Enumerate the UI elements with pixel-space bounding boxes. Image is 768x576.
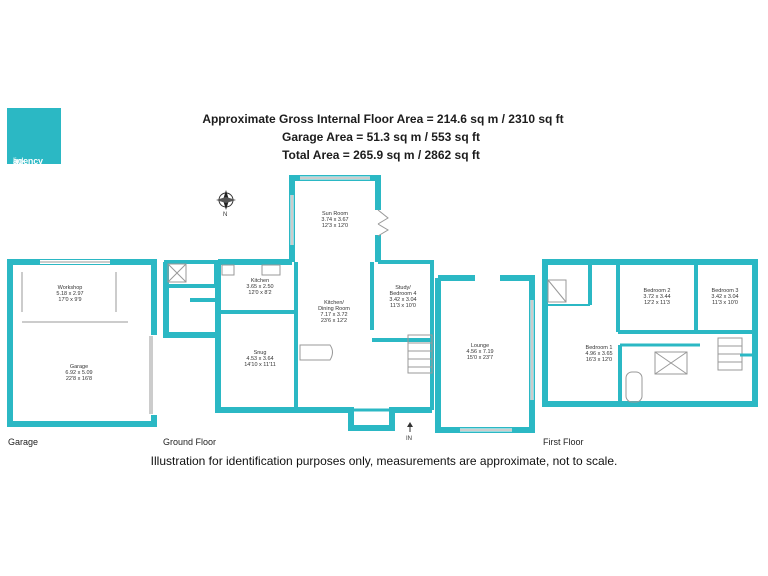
- first-floor-plan: [542, 259, 758, 407]
- logo-text-part2: agency: [13, 156, 43, 166]
- bedroom3-metric: 3.42 x 3.04: [711, 294, 738, 300]
- sun-room-name: Sun Room: [322, 211, 348, 217]
- study-imperial: 11'3 x 10'0: [390, 303, 416, 309]
- kitchen-dining-imperial: 23'6 x 12'2: [321, 318, 347, 324]
- entrance-marker: IN: [406, 422, 413, 442]
- garage-imperial: 22'8 x 16'8: [66, 376, 92, 382]
- bedroom3-name: Bedroom 3: [712, 288, 739, 294]
- garage-metric: 6.92 x 5.09: [65, 370, 92, 376]
- lounge-metric: 4.56 x 7.19: [466, 349, 493, 355]
- kitchen-dining-metric: 7.17 x 3.72: [320, 312, 347, 318]
- workshop-metric: 5.18 x 2.97: [56, 291, 83, 297]
- disclaimer-text: Illustration for identification purposes…: [150, 454, 618, 468]
- study-name-1: Study/: [395, 285, 411, 291]
- compass-north-label: N: [223, 212, 227, 218]
- garage-name: Garage: [70, 364, 88, 370]
- study-name-2: Bedroom 4: [390, 291, 417, 297]
- ground-floor-plan: [163, 175, 535, 433]
- snug-imperial: 14'10 x 11'11: [244, 362, 276, 368]
- kitchen-dining-name-2: Dining Room: [318, 306, 350, 312]
- kitchen-name: Kitchen: [251, 278, 269, 284]
- compass-icon: N: [216, 190, 236, 218]
- kitchen-imperial: 12'0 x 8'2: [248, 290, 271, 296]
- bedroom3-imperial: 11'3 x 10'0: [712, 300, 738, 306]
- workshop-imperial: 17'0 x 9'9: [58, 297, 81, 303]
- kitchen-metric: 3.65 x 2.50: [246, 284, 273, 290]
- entrance-label: IN: [406, 436, 412, 442]
- garage-floor-label: Garage: [8, 437, 39, 447]
- logo-text-part1: link: [13, 156, 26, 166]
- garage-plan: [7, 259, 158, 427]
- total-area-line: Total Area = 265.9 sq m / 2862 sq ft: [282, 148, 480, 162]
- sun-room-metric: 3.74 x 3.67: [321, 217, 348, 223]
- study-metric: 3.42 x 3.04: [389, 297, 416, 303]
- bedroom1-imperial: 16'3 x 12'0: [586, 357, 612, 363]
- snug-name: Snug: [254, 350, 267, 356]
- ground-floor-label: Ground Floor: [163, 437, 217, 447]
- bedroom1-name: Bedroom 1: [586, 345, 613, 351]
- workshop-name: Workshop: [58, 285, 83, 291]
- first-floor-label: First Floor: [543, 437, 584, 447]
- bedroom2-metric: 3.72 x 3.44: [643, 294, 670, 300]
- bedroom2-imperial: 12'2 x 11'3: [644, 300, 670, 306]
- kitchen-dining-name-1: Kitchen/: [324, 300, 344, 306]
- floor-area-line: Approximate Gross Internal Floor Area = …: [202, 112, 564, 126]
- snug-metric: 4.53 x 3.64: [246, 356, 273, 362]
- bedroom1-metric: 4.96 x 3.65: [585, 351, 612, 357]
- garage-area-line: Garage Area = 51.3 sq m / 553 sq ft: [282, 130, 480, 144]
- lounge-imperial: 15'0 x 23'7: [467, 355, 493, 361]
- sun-room-imperial: 12'3 x 12'0: [322, 223, 348, 229]
- bedroom2-name: Bedroom 2: [644, 288, 671, 294]
- lounge-name: Lounge: [471, 343, 489, 349]
